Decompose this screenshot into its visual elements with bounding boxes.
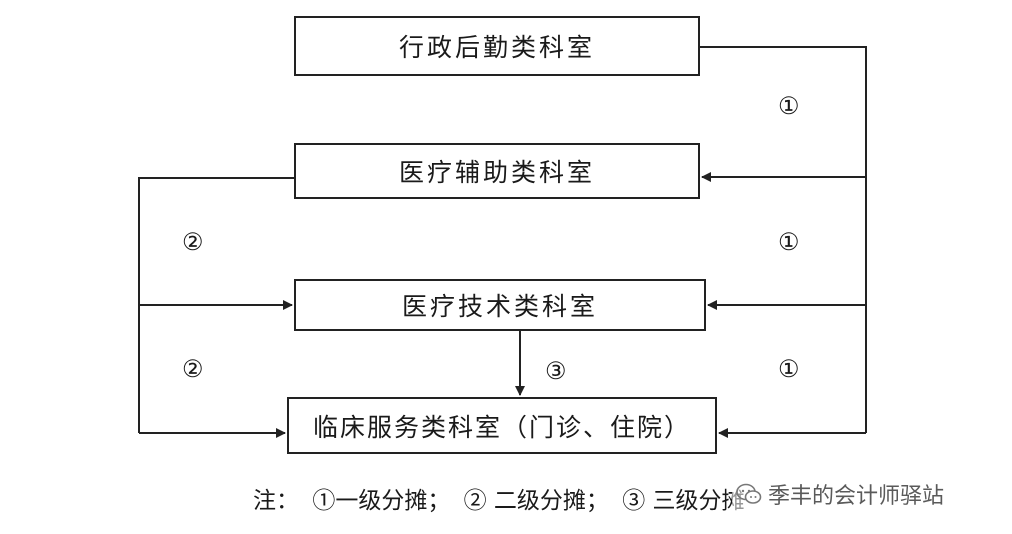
marker-first-level-2: ①	[778, 228, 800, 256]
marker-second-level-2: ②	[182, 355, 204, 383]
medical-technical-box: 医疗技术类科室	[294, 279, 706, 331]
medical-auxiliary-label: 医疗辅助类科室	[398, 158, 595, 187]
watermark: 季丰的会计师驿站	[732, 476, 949, 512]
admin-logistics-box: 行政后勤类科室	[294, 16, 700, 76]
marker-third-level: ③	[545, 357, 567, 385]
first-level-allocation-lines	[700, 46, 867, 438]
note-first-level: ①一级分摊；	[312, 488, 451, 514]
legend-note: 注： ①一级分摊； ② 二级分摊； ③ 三级分摊	[253, 481, 751, 515]
note-prefix: 注：	[253, 488, 299, 514]
note-third-level: ③ 三级分摊	[622, 488, 745, 514]
medical-technical-label: 医疗技术类科室	[401, 292, 598, 321]
marker-second-level-1: ②	[182, 228, 204, 256]
clinical-service-box: 临床服务类科室（门诊、住院）	[287, 397, 717, 454]
medical-auxiliary-box: 医疗辅助类科室	[294, 143, 700, 199]
marker-first-level-1: ①	[778, 92, 800, 120]
admin-logistics-label: 行政后勤类科室	[398, 33, 595, 62]
auxiliary-to-left-line	[138, 177, 294, 433]
second-level-allocation-lines	[138, 177, 294, 438]
wechat-icon	[736, 483, 762, 504]
marker-first-level-3: ①	[778, 355, 800, 383]
watermark-text: 季丰的会计师驿站	[768, 484, 945, 509]
clinical-service-label: 临床服务类科室（门诊、住院）	[312, 412, 691, 442]
note-second-level: ② 二级分摊；	[463, 488, 609, 514]
